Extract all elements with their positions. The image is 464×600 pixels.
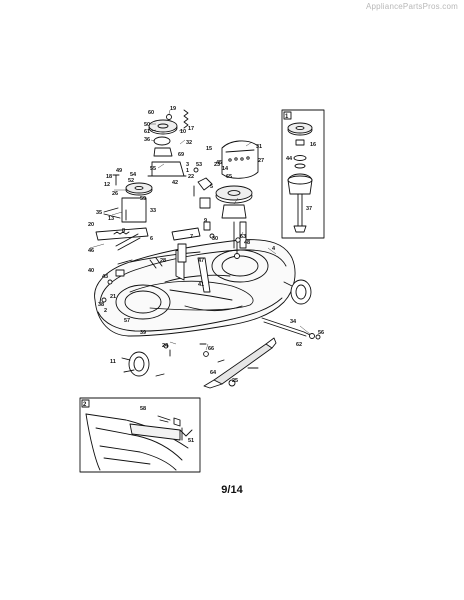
- part-labels: 19 60 50 61 36 10 32 55 69 17 3 1 22 54 …: [88, 106, 324, 444]
- part-label: 1: [186, 168, 189, 174]
- part-label: 57: [124, 318, 130, 324]
- part-label: 11: [110, 359, 116, 365]
- part-label: 52: [128, 178, 134, 184]
- part-label: 6: [150, 236, 153, 242]
- part-label: 25: [232, 378, 238, 384]
- part-label: 32: [186, 140, 192, 146]
- part-label: 69: [178, 152, 184, 158]
- inset-2-deck-detail: [79, 397, 201, 473]
- part-label: 30: [212, 236, 218, 242]
- part-label: 37: [306, 206, 312, 212]
- part-label: 64: [210, 370, 217, 376]
- part-label: 34: [290, 319, 297, 325]
- part-label: 18: [106, 174, 112, 180]
- mower-deck-shell: [94, 239, 296, 337]
- part-label: 14: [222, 166, 229, 172]
- gauge-wheel-left: [121, 351, 150, 377]
- part-label: 22: [188, 174, 194, 180]
- part-label: 45: [216, 160, 222, 166]
- center-idler-assembly: [115, 177, 215, 277]
- watermark: AppliancePartsPros.com: [366, 2, 458, 11]
- part-label: 39: [140, 330, 146, 336]
- inset-tag: 2: [83, 402, 87, 408]
- part-label: 43: [102, 274, 108, 280]
- part-label: 48: [244, 240, 250, 246]
- part-label: 49: [116, 168, 122, 174]
- part-label: 41: [198, 282, 204, 288]
- part-label: 50: [144, 122, 150, 128]
- part-label: 31: [256, 144, 262, 150]
- part-label: 28: [160, 258, 166, 264]
- part-label: 19: [170, 106, 176, 112]
- part-label: 62: [296, 342, 302, 348]
- hardware: [101, 167, 259, 377]
- part-label: 56: [318, 330, 324, 336]
- part-label: 54: [130, 172, 137, 178]
- part-label: 47: [198, 258, 204, 264]
- part-label: 44: [286, 156, 293, 162]
- part-label: 40: [88, 268, 94, 274]
- part-label: 9: [204, 218, 207, 224]
- part-label: 35: [96, 210, 102, 216]
- part-label: 53: [196, 162, 202, 168]
- part-label: 5: [210, 184, 213, 190]
- part-label: 2: [104, 308, 107, 314]
- part-label: 33: [150, 208, 156, 214]
- part-label: 26: [112, 191, 118, 197]
- part-label: 42: [172, 180, 178, 186]
- part-label: 60: [148, 110, 154, 116]
- part-label: 4: [272, 246, 276, 252]
- front-rod: [261, 317, 321, 340]
- part-label: 51: [188, 438, 194, 444]
- page-number: 9/14: [221, 484, 243, 496]
- part-label: 59: [140, 196, 146, 202]
- part-label: 23: [214, 162, 220, 168]
- part-label: 8: [122, 228, 125, 234]
- inset-tag: 1: [285, 114, 289, 120]
- part-label: 20: [88, 222, 94, 228]
- leader-lines: [89, 109, 311, 351]
- part-label: 21: [110, 294, 116, 300]
- part-label: 46: [88, 248, 94, 254]
- part-label: 7: [190, 234, 193, 240]
- part-label: 58: [140, 406, 146, 412]
- gauge-wheel-right: [283, 279, 312, 305]
- part-label: 65: [226, 174, 232, 180]
- part-label: 66: [208, 346, 214, 352]
- part-label: 36: [144, 137, 150, 143]
- part-label: 38: [98, 302, 104, 308]
- part-label: 13: [108, 216, 114, 222]
- mower-blade: [203, 337, 277, 389]
- part-label: 63: [240, 234, 246, 240]
- inset-1-spindle-detail: [281, 109, 325, 239]
- part-label: 17: [188, 126, 194, 132]
- part-label: 10: [180, 129, 186, 135]
- part-label: 16: [310, 142, 316, 148]
- part-label: 27: [258, 158, 264, 164]
- part-label: 55: [150, 166, 156, 172]
- part-label: 61: [144, 129, 150, 135]
- right-spindle-assembly: [215, 140, 259, 259]
- part-label: 3: [186, 162, 189, 168]
- part-label: 24: [162, 343, 169, 349]
- part-label: 12: [104, 182, 110, 188]
- part-label: 15: [206, 146, 212, 152]
